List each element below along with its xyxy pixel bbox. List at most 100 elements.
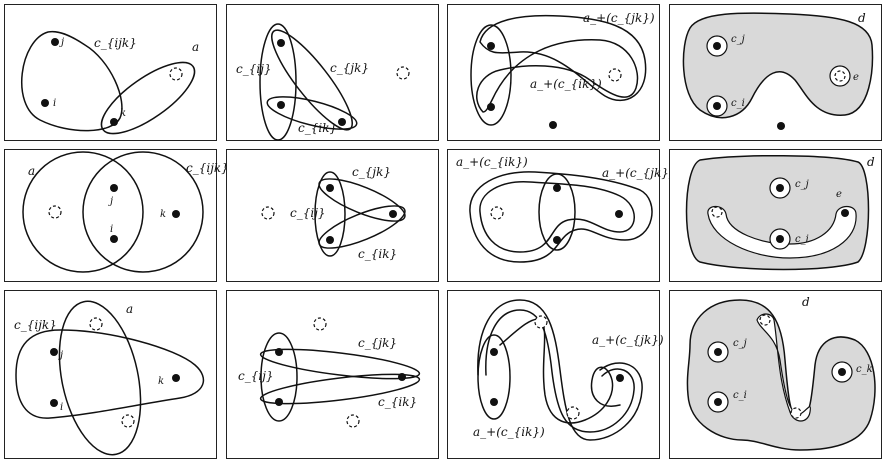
point-k [110, 118, 118, 126]
point-i [490, 398, 498, 406]
panel-r3-c3: a_+(c_{jk}) a_+(c_{ik}) [447, 290, 664, 459]
point-puncture [608, 68, 622, 82]
point-k [338, 118, 346, 126]
label-c-j: c_j [733, 338, 747, 349]
label-i: i [53, 98, 56, 109]
point-j [50, 348, 58, 356]
point-puncture-bottom [121, 414, 135, 428]
label-a: a [126, 302, 133, 316]
point-puncture [169, 67, 183, 81]
label-a-plus-c-jk: a_+(c_{jk}) [583, 11, 655, 25]
label-k: k [158, 376, 164, 387]
point-i [277, 101, 285, 109]
panel-r1-c4: c_j c_i e d [669, 4, 882, 141]
curve-a [58, 300, 142, 456]
point-puncture-top [89, 317, 103, 331]
curve-a [22, 151, 144, 273]
point-puncture [396, 66, 410, 80]
point-k [616, 374, 624, 382]
point-i [487, 103, 495, 111]
point-k [398, 373, 406, 381]
point-k [389, 210, 397, 218]
label-c-ik: c_{ik} [378, 395, 417, 409]
curve-a-plus-c-jk [479, 181, 635, 253]
label-c-i: c_i [733, 390, 747, 401]
point-j [326, 184, 334, 192]
curve-c-ij [314, 171, 346, 257]
curve-a [100, 61, 196, 135]
curve-c-ij [477, 334, 511, 420]
label-c-ijk: c_{ijk} [186, 161, 229, 175]
label-c-i: c_i [731, 98, 745, 109]
curve-c-ij [470, 24, 512, 126]
label-c-j: c_j [795, 179, 809, 190]
curve-a-plus-c-ik [469, 171, 653, 263]
label-e: e [853, 72, 859, 83]
point-j [275, 348, 283, 356]
point-k [172, 374, 180, 382]
panel-r1-c2: c_{ij} c_{jk} c_{ik} [226, 4, 439, 141]
label-c-jk: c_{jk} [330, 61, 369, 75]
label-c-ijk: c_{ijk} [94, 36, 137, 50]
point-k [549, 121, 557, 129]
label-d: d [858, 11, 866, 25]
curve-a-plus-c-ik [477, 299, 643, 441]
curve-c-ijk [15, 329, 205, 419]
label-c-ij: c_{ij} [238, 369, 274, 383]
point-j [110, 184, 118, 192]
label-d: d [802, 295, 810, 309]
region-d [682, 12, 874, 119]
point-k [777, 122, 785, 130]
curve-a-plus-c-ik [475, 39, 639, 113]
point-puncture-bottom [566, 406, 580, 420]
point-j [490, 348, 498, 356]
point-puncture-top [534, 315, 548, 329]
label-c-ijk: c_{ijk} [14, 318, 57, 332]
label-a-plus-c-ik: a_+(c_{ik}) [456, 155, 528, 169]
channel-e [707, 205, 857, 259]
point-puncture [48, 205, 62, 219]
label-c-jk: c_{jk} [352, 165, 391, 179]
label-c-i: c_i [795, 234, 809, 245]
label-c-ij: c_{ij} [236, 62, 272, 76]
curve-c-jk [318, 178, 406, 222]
label-a: a [28, 164, 35, 178]
panel-r3-c4: c_j c_i c_k d [669, 290, 882, 459]
label-a-plus-c-jk: a_+(c_{jk}) [592, 333, 664, 347]
point-j [51, 38, 59, 46]
panel-r1-c1: j i k c_{ijk} a [4, 4, 217, 141]
curve-a-plus-c-jk [479, 14, 647, 101]
panel-r2-c4: c_j c_i e d [669, 149, 882, 282]
label-c-ij: c_{ij} [290, 206, 326, 220]
point-puncture-bottom [346, 414, 360, 428]
curve-c-ijk [82, 151, 204, 273]
label-e: e [836, 189, 842, 200]
point-puncture [261, 206, 275, 220]
label-i: i [60, 402, 63, 413]
point-i [326, 236, 334, 244]
panel-r2-c1: j i k a c_{ijk} [4, 149, 229, 282]
panel-r2-c2: c_{ij} c_{jk} c_{ik} [226, 149, 439, 282]
point-j [553, 184, 561, 192]
label-a-plus-c-ik: a_+(c_{ik}) [473, 425, 545, 439]
label-j: j [58, 350, 63, 361]
label-a: a [192, 40, 199, 54]
curve-c-ij [259, 23, 297, 141]
point-puncture [490, 206, 504, 220]
point-k [615, 210, 623, 218]
panel-r3-c2: c_{ij} c_{jk} c_{ik} [226, 290, 439, 459]
point-i [275, 398, 283, 406]
label-k: k [160, 209, 166, 220]
point-puncture-top [313, 317, 327, 331]
point-j [277, 39, 285, 47]
label-a-plus-c-ik: a_+(c_{ik}) [530, 77, 602, 91]
curve-c-ik [259, 373, 421, 405]
label-i: i [110, 224, 113, 235]
curve-c-ik [266, 96, 358, 130]
label-c-j: c_j [731, 34, 745, 45]
panel-r3-c1: j i k a c_{ijk} [4, 290, 217, 459]
point-i [110, 235, 118, 243]
curve-c-ij [538, 173, 576, 251]
label-a-plus-c-jk: a_+(c_{jk}) [602, 166, 674, 180]
label-k: k [120, 108, 126, 119]
